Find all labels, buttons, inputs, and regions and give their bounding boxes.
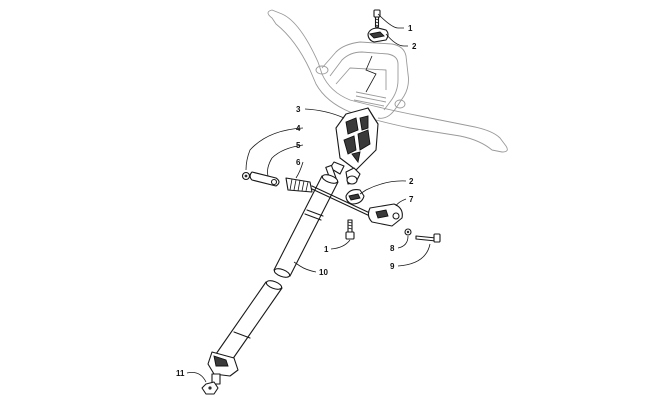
callout-7: 7 xyxy=(409,195,414,204)
steering-post-part-10 xyxy=(215,174,339,361)
stem-block-part-3 xyxy=(335,107,379,171)
callout-6: 6 xyxy=(296,158,301,167)
tie-rod-assembly xyxy=(241,171,441,243)
cap-part-2-top xyxy=(367,27,389,43)
callout-5: 5 xyxy=(296,141,301,150)
callout-2-lower: 2 xyxy=(409,177,414,186)
nut-part-11 xyxy=(201,381,219,395)
leader-lines xyxy=(186,13,431,383)
callout-9: 9 xyxy=(390,262,395,271)
lower-bearing-housing xyxy=(207,351,239,385)
callout-1-top: 1 xyxy=(408,24,413,33)
callout-1-lower: 1 xyxy=(324,245,329,254)
callout-3: 3 xyxy=(296,105,301,114)
callout-8: 8 xyxy=(390,244,395,253)
callout-11: 11 xyxy=(176,369,185,378)
callout-labels: 1 2 3 4 5 6 2 7 1 8 9 10 11 xyxy=(176,24,417,378)
bolt-part-1-top xyxy=(373,9,381,28)
callout-2-top: 2 xyxy=(412,42,417,51)
callout-4: 4 xyxy=(296,124,301,133)
callout-10: 10 xyxy=(319,268,328,277)
handlebar-outline xyxy=(267,9,508,153)
cap-part-2-lower xyxy=(345,189,365,205)
break-line xyxy=(365,55,377,93)
bolt-part-1-lower xyxy=(345,219,355,240)
